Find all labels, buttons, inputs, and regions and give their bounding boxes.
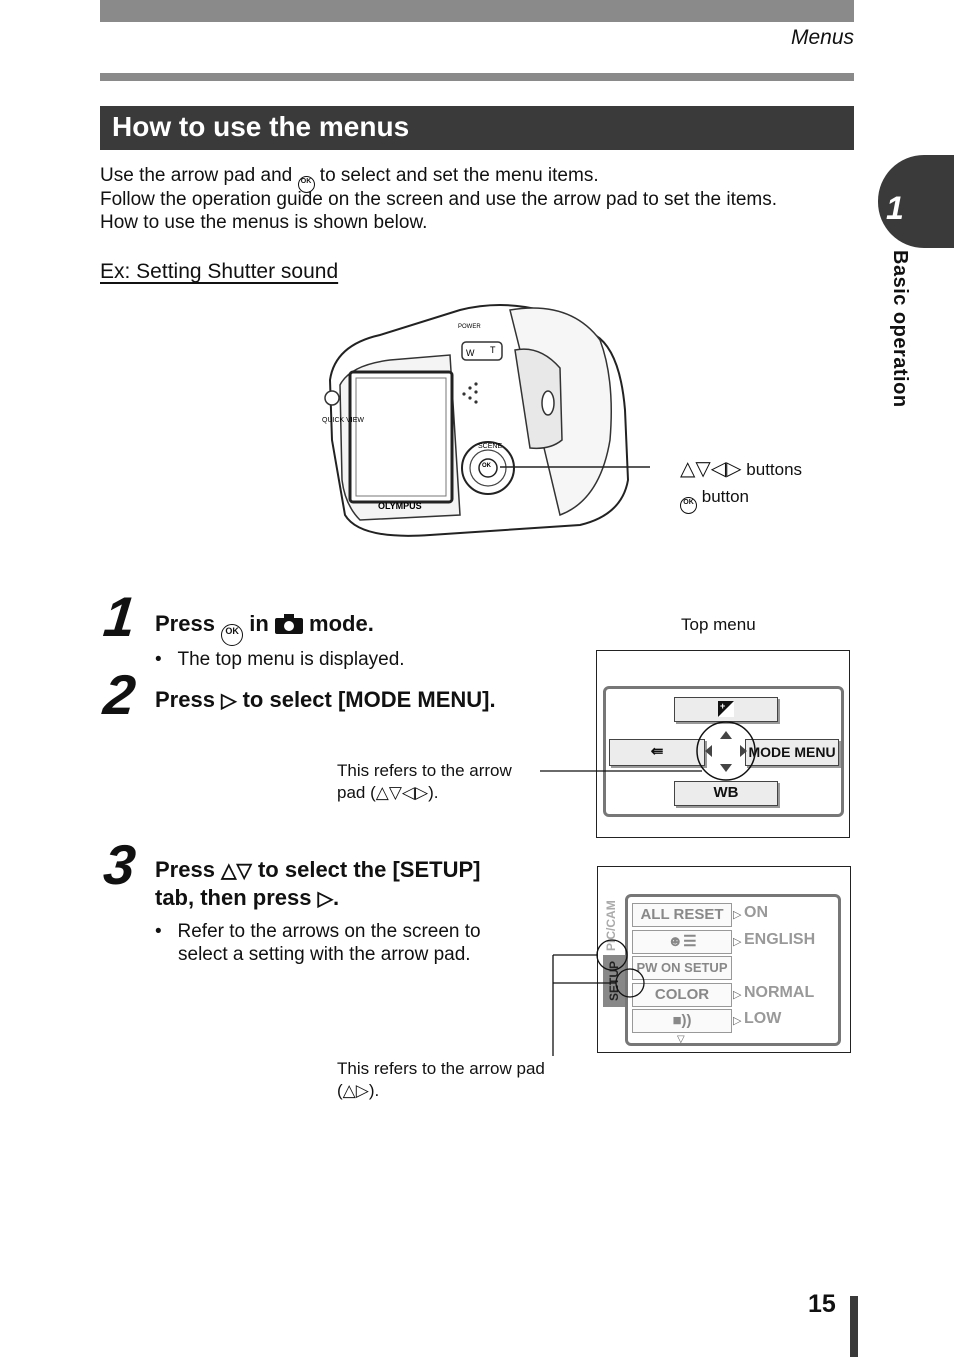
arrow-right-icon: ▷ <box>733 1015 742 1027</box>
step-3-heading-line-1: Press △▽ to select the [SETUP] <box>155 857 481 882</box>
page-bar <box>850 1296 858 1357</box>
top-menu-arrowpad-callout <box>540 721 756 781</box>
power-label: POWER <box>458 324 481 330</box>
chapter-number: 1 <box>886 190 904 226</box>
step-1-number: 1 <box>100 585 139 648</box>
setup-item-language[interactable]: ☻☰ <box>632 930 732 954</box>
ok-button-icon: OK <box>680 497 697 514</box>
setup-note-line-2: (△▷). <box>337 1081 380 1100</box>
top-menu-caption: Top menu <box>681 615 756 634</box>
arrow-down-icon: ▽ <box>236 860 252 882</box>
page-number: 15 <box>808 1290 836 1318</box>
quick-view-label: QUICK VIEW <box>322 417 364 424</box>
step-3-bullet-line-1: • Refer to the arrows on the screen to <box>155 921 481 942</box>
step-3-number: 3 <box>100 833 139 896</box>
arrow-right-icon: ▷ <box>733 989 742 1001</box>
intro-line-2: Follow the operation guide on the screen… <box>100 189 778 210</box>
chapter-label: Basic operation <box>889 250 911 408</box>
arrow-left-icon: ◁ <box>401 783 415 802</box>
arrow-buttons-label: △▽◁▷ buttons <box>680 458 803 480</box>
arrow-down-icon: ▽ <box>695 458 711 480</box>
svg-text:+: + <box>720 701 725 711</box>
setup-item-sound[interactable]: ■)) <box>632 1009 732 1033</box>
scene-label: SCENE <box>478 443 502 450</box>
arrow-right-icon: ▷ <box>317 888 333 910</box>
top-menu-note-line-1: This refers to the arrow <box>337 761 512 780</box>
setup-value-language: ENGLISH <box>744 931 816 948</box>
step-3-heading-line-2: tab, then press ▷. <box>155 885 340 910</box>
wb-item[interactable]: WB <box>674 781 778 806</box>
setup-value-color: NORMAL <box>744 984 815 1001</box>
example-heading: Ex: Setting Shutter sound <box>100 260 339 283</box>
header-bar <box>100 0 854 22</box>
step-1-bullet: • The top menu is displayed. <box>155 649 405 670</box>
exposure-icon: + <box>718 701 734 717</box>
arrow-up-icon: △ <box>221 860 237 882</box>
page-title: How to use the menus <box>100 106 854 150</box>
top-menu-note-line-2: pad (△▽◁▷). <box>337 783 439 802</box>
camera-ok-label: OK <box>482 463 492 469</box>
intro-line-1: Use the arrow pad and OK to select and s… <box>100 164 599 193</box>
header-rule <box>100 73 854 81</box>
arrow-up-icon: △ <box>375 783 389 802</box>
quality-icon: ⇚ <box>650 743 664 760</box>
step-3-bullet-line-2: select a setting with the arrow pad. <box>178 944 471 965</box>
arrow-down-icon: ▽ <box>388 783 402 802</box>
ok-button-icon: OK <box>221 624 244 646</box>
zoom-w-label: W <box>466 348 475 358</box>
setup-item-pw-on-setup[interactable]: PW ON SETUP <box>632 956 732 980</box>
setup-value-sound: LOW <box>744 1010 782 1027</box>
chapter-tab <box>878 155 954 248</box>
camera-illustration: QUICK VIEW W T POWER OK SCENE OLYMPUS <box>322 304 650 537</box>
setup-arrowpad-callout <box>552 939 645 1056</box>
exposure-comp-item[interactable]: + <box>674 697 778 722</box>
arrow-right-icon: ▷ <box>221 690 237 712</box>
setup-item-all-reset[interactable]: ALL RESET <box>632 903 732 927</box>
arrow-right-icon: ▷ <box>414 783 429 802</box>
arrow-right-icon: ▷ <box>726 458 742 480</box>
speaker-icon: ■)) <box>672 1012 692 1029</box>
brand-logo: OLYMPUS <box>378 501 422 511</box>
image-quality-item[interactable]: ⇚ <box>609 739 705 766</box>
ok-button-label: OK button <box>680 486 749 514</box>
language-icon: ☻☰ <box>667 933 697 950</box>
arrow-right-icon: ▷ <box>355 1081 369 1100</box>
arrow-left-icon: ◁ <box>710 458 727 480</box>
step-2-number: 2 <box>100 663 139 726</box>
zoom-t-label: T <box>490 345 496 355</box>
setup-item-color[interactable]: COLOR <box>632 983 732 1007</box>
setup-value-all-reset: ON <box>744 904 768 921</box>
section-label: Menus <box>790 26 854 49</box>
intro-line-3: How to use the menus is shown below. <box>100 212 428 233</box>
arrow-up-icon: △ <box>342 1081 356 1100</box>
step-1-heading: Press OK in mode. <box>155 610 374 646</box>
arrow-right-icon: ▷ <box>733 909 742 921</box>
camera-mode-icon <box>274 614 303 634</box>
scroll-down-icon: ▽ <box>677 1034 685 1045</box>
step-2-heading: Press ▷ to select [MODE MENU]. <box>155 687 496 712</box>
setup-note-line-1: This refers to the arrow pad <box>337 1059 545 1078</box>
arrow-up-icon: △ <box>680 458 696 480</box>
arrow-right-icon: ▷ <box>733 936 742 948</box>
mode-menu-item[interactable]: MODE MENU <box>745 739 839 766</box>
